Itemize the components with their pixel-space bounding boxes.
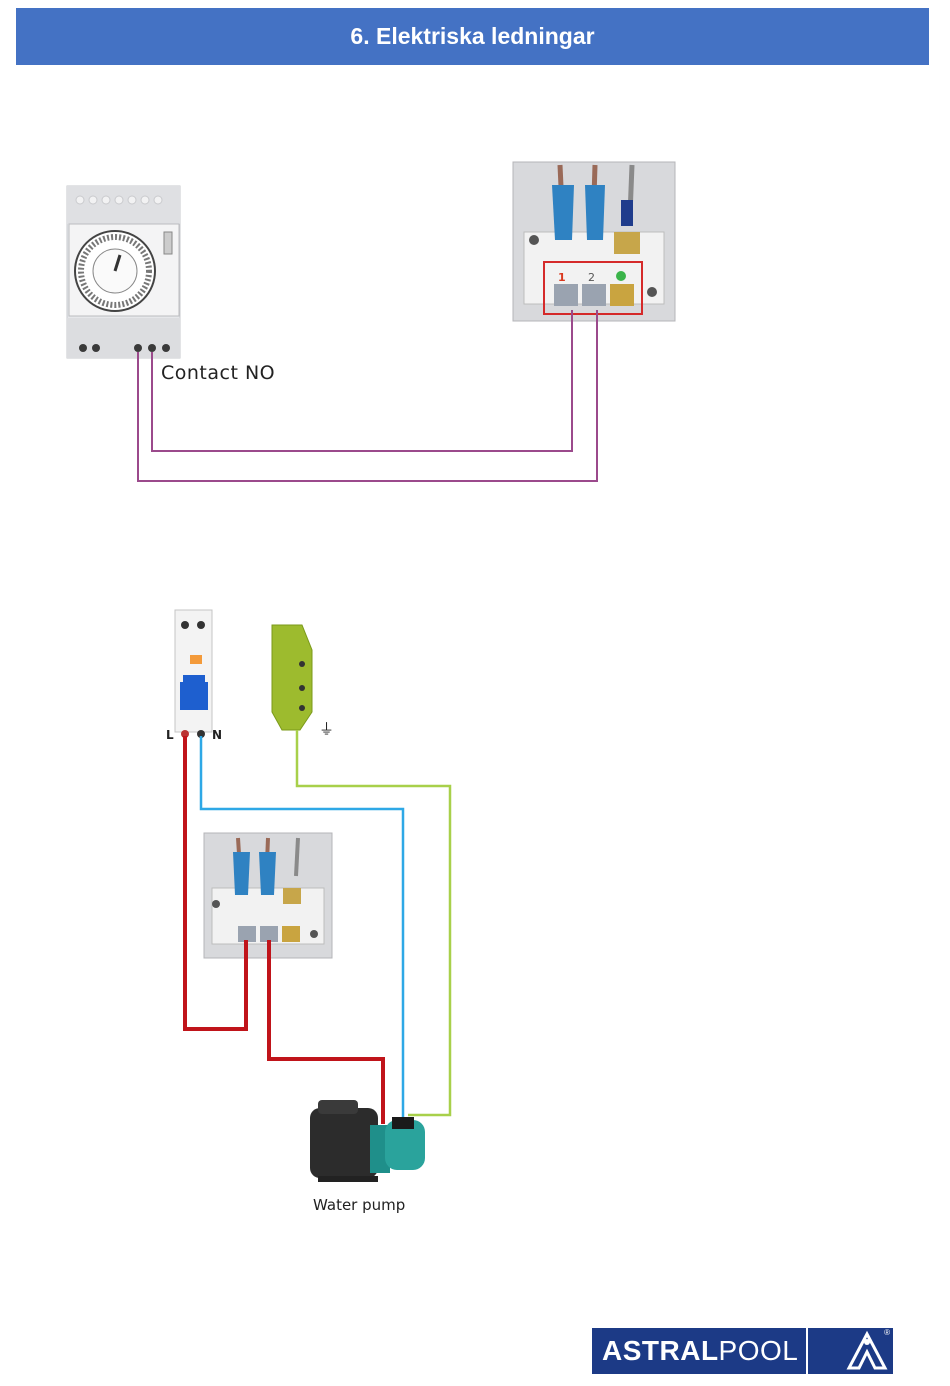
terminal-block-photo-bottom [204, 833, 332, 958]
contact-no-label: Contact NO [161, 362, 275, 384]
earth-symbol: ⏚ [319, 718, 334, 739]
logo-text-light: POOL [719, 1335, 799, 1366]
circuit-breaker [175, 610, 212, 738]
terminal-label-2: 2 [588, 271, 595, 284]
water-pump [310, 1100, 425, 1182]
timer-switch [67, 186, 180, 358]
terminal-label-1: 1 [558, 271, 566, 284]
water-pump-label: Water pump [313, 1196, 405, 1214]
breaker-neutral-label: N [212, 728, 222, 742]
astralpool-logo: ASTRALPOOL ® [592, 1328, 893, 1374]
logo-divider [806, 1328, 808, 1374]
earth-terminal [272, 625, 312, 730]
registered-mark: ® [884, 1328, 890, 1337]
logo-text-bold: ASTRAL [602, 1335, 719, 1366]
logo-triangle-icon [845, 1330, 889, 1372]
terminal-block-photo-top: 1 2 [513, 162, 675, 321]
timer-wires [138, 310, 597, 481]
breaker-live-label: L [166, 728, 174, 742]
